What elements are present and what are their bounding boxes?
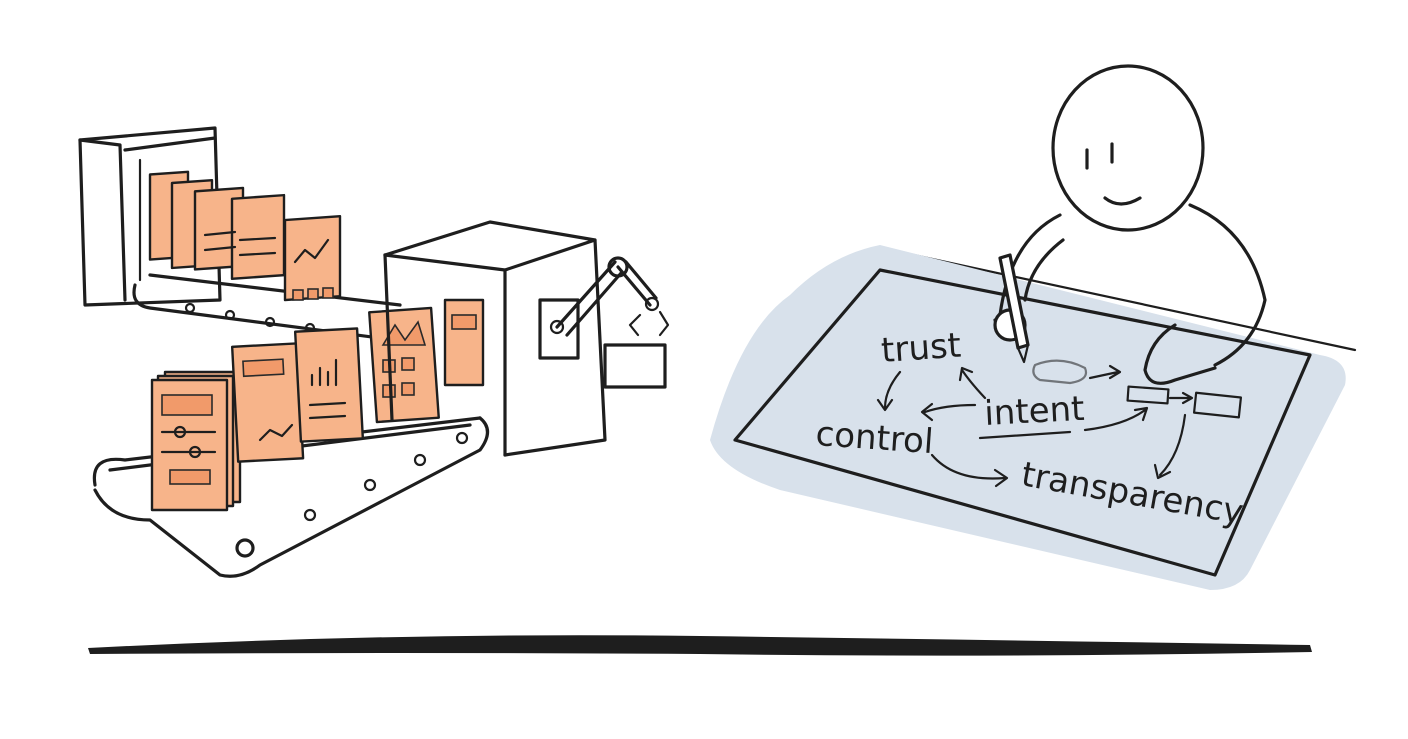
- sketch-box: [1192, 391, 1243, 419]
- whiteboard-frame: [733, 268, 1312, 577]
- document-factory: [78, 126, 670, 578]
- document-card: [230, 193, 286, 280]
- smile: [1103, 196, 1142, 206]
- arrow: [1083, 406, 1149, 432]
- source-machine: [78, 126, 222, 307]
- line-chart-icon: [293, 238, 330, 264]
- arrow: [930, 453, 1009, 488]
- lower-documents: [150, 298, 485, 512]
- arrow: [1153, 413, 1187, 480]
- arrow: [958, 366, 987, 400]
- arrow: [920, 402, 977, 422]
- sketch-shape: [1032, 359, 1088, 385]
- arrow: [1168, 391, 1194, 405]
- upper-conveyor: [132, 273, 402, 342]
- pencil-icon: [998, 253, 1030, 364]
- ground-line: [88, 635, 1312, 656]
- sketch-box: [1126, 385, 1170, 405]
- word-intent: intent: [983, 389, 1085, 434]
- output-tray: [603, 343, 667, 389]
- intent-underline: [978, 430, 1072, 440]
- person-head: [1051, 64, 1205, 232]
- processing-machine: [383, 220, 607, 457]
- word-control: control: [814, 414, 934, 462]
- arrow: [1088, 364, 1122, 380]
- document-card: [443, 298, 485, 387]
- person-body: [998, 203, 1267, 367]
- table-edge: [898, 250, 1357, 352]
- robot-arm-icon: [555, 256, 670, 337]
- arrow: [876, 370, 902, 412]
- upper-documents: [148, 170, 342, 302]
- design-table: [710, 245, 1357, 590]
- right-arm: [1143, 323, 1217, 385]
- word-trust: trust: [880, 326, 963, 371]
